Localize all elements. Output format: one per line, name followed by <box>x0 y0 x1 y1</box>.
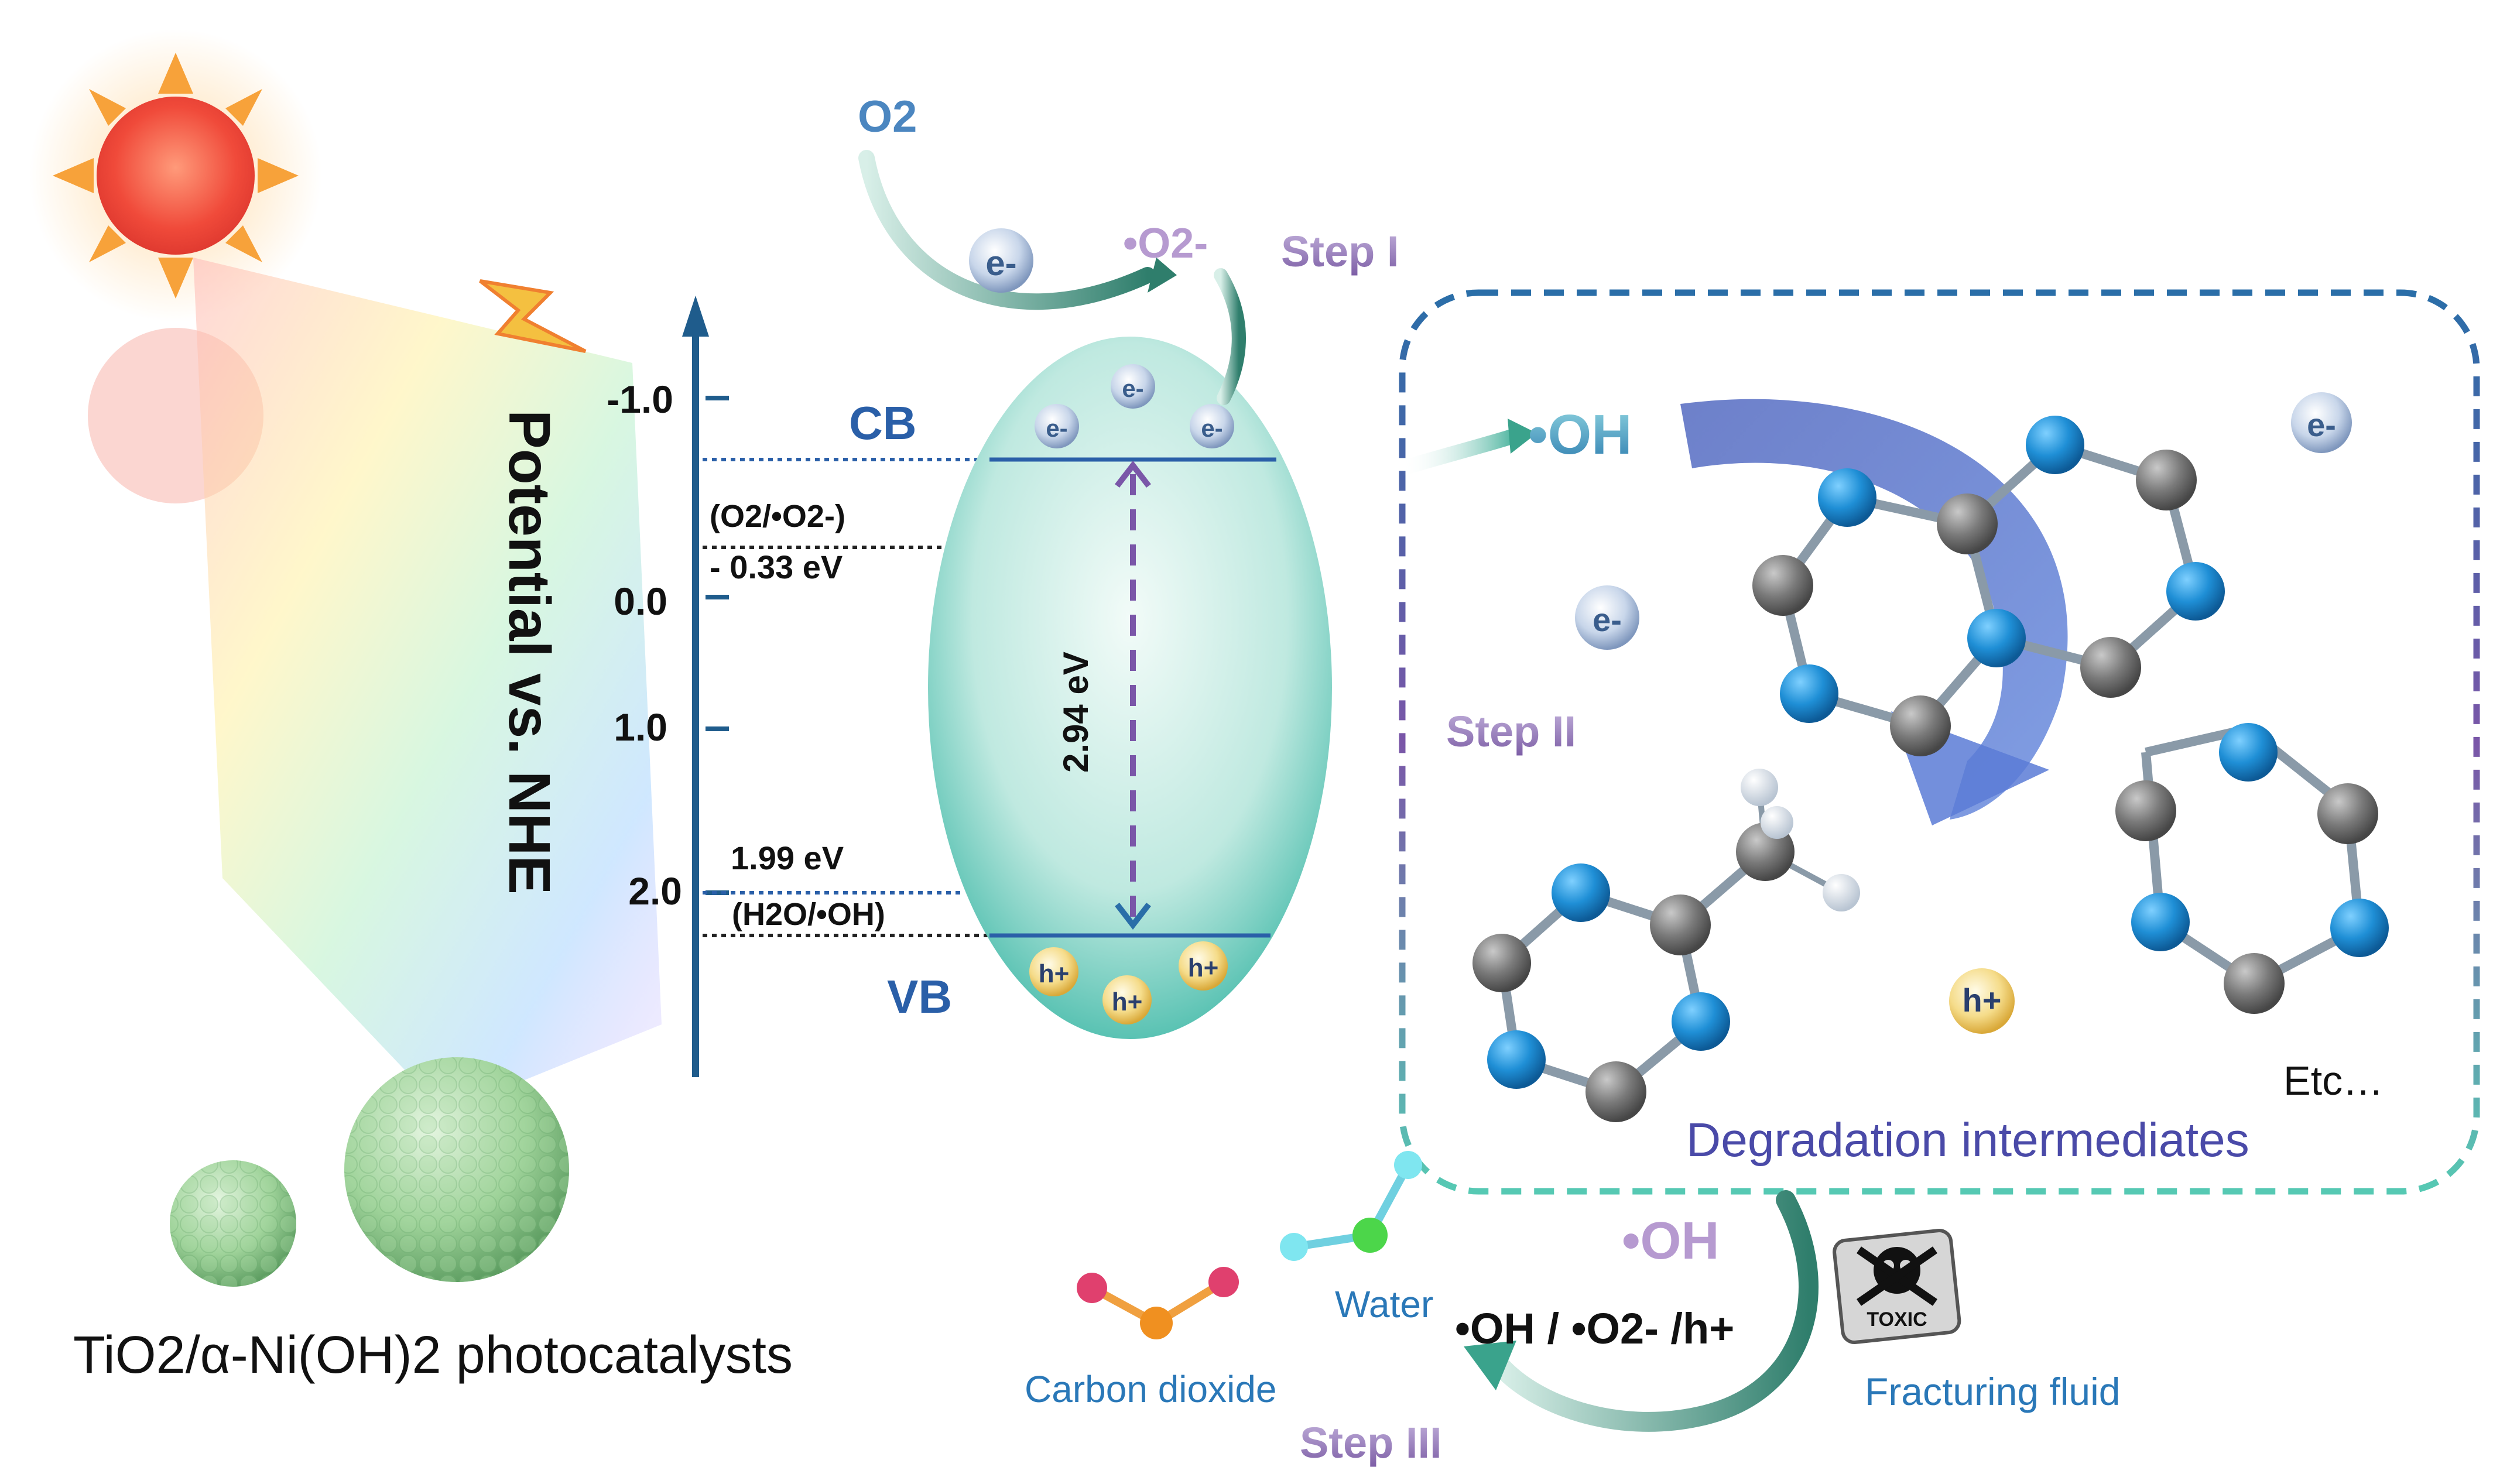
hydroxyl-radical-label-lower: •OH <box>1622 1212 1720 1270</box>
superoxide-arrow <box>1214 268 1246 405</box>
photocatalyst-sphere-small <box>170 1160 296 1287</box>
water-molecule-icon <box>1280 1151 1422 1261</box>
light-beam <box>193 258 662 1112</box>
svg-text:h+: h+ <box>1039 959 1070 988</box>
radicals-label: •OH / •O2- /h+ <box>1455 1304 1734 1353</box>
svg-text:e-: e- <box>2307 406 2336 443</box>
band-gap-label: 2.94 eV <box>1056 652 1095 773</box>
photocatalyst-sphere-large <box>344 1057 569 1282</box>
hydroxyl-radical-label: •OH <box>1528 403 1632 466</box>
degradation-intermediates-box <box>1399 289 2480 1195</box>
axis-tick-neg1: -1.0 <box>607 378 673 421</box>
svg-text:h+: h+ <box>1112 988 1143 1016</box>
o2-potential-value: - 0.33 eV <box>710 549 843 585</box>
svg-text:e-: e- <box>1122 375 1143 402</box>
svg-text:h+: h+ <box>1188 954 1219 982</box>
molecule-pyrimidine-atoms <box>2115 723 2389 1014</box>
mineralization-arrow <box>1489 1190 1819 1432</box>
axis-title: Potential vs. NHE <box>496 410 562 894</box>
hole-particle: h+ <box>1949 968 2015 1034</box>
o2-couple-label: (O2/•O2-) <box>710 499 845 534</box>
axis-tick-2: 2.0 <box>628 869 682 913</box>
molecule-methylpyrimidine-atoms <box>1472 769 1860 1122</box>
hole-particle: h+ <box>1179 941 1228 991</box>
axis-tick-0: 0.0 <box>614 580 667 623</box>
electron-particle: e- <box>2291 392 2352 453</box>
degradation-intermediates-title: Degradation intermediates <box>1686 1113 2249 1167</box>
carbon-dioxide-molecule-icon <box>1077 1267 1239 1339</box>
svg-text:TOXIC: TOXIC <box>1867 1308 1927 1331</box>
electron-particle: e- <box>1190 404 1234 448</box>
o2-reduction-arrow <box>858 150 1156 310</box>
step-1-label: Step I <box>1281 227 1399 276</box>
step-3-label: Step III <box>1300 1418 1442 1467</box>
svg-text:e-: e- <box>1201 414 1222 442</box>
electron-particle: e- <box>1575 585 1639 650</box>
etc-label: Etc… <box>2283 1058 2384 1103</box>
molecule-bicyclic-atoms <box>1752 416 2225 756</box>
photocatalyst-label: TiO2/α-Ni(OH)2 photocatalysts <box>73 1326 793 1384</box>
electron-particle: e- <box>969 228 1033 293</box>
electron-particle: e- <box>1035 404 1079 448</box>
fracturing-fluid-label: Fracturing fluid <box>1865 1370 2121 1413</box>
potential-axis: -1.0 0.0 1.0 2.0 Potential vs. NHE <box>496 296 729 1077</box>
vb-label: VB <box>887 971 952 1023</box>
oh-potential-value: 1.99 eV <box>731 839 844 876</box>
hole-particle: h+ <box>1102 975 1152 1024</box>
oh-generation-arrow <box>1395 429 1521 476</box>
svg-text:e-: e- <box>1593 601 1622 638</box>
svg-text:e-: e- <box>985 244 1016 283</box>
axis-tick-1: 1.0 <box>614 705 667 749</box>
carbon-dioxide-label: Carbon dioxide <box>1025 1368 1277 1410</box>
lightning-icon <box>479 279 587 353</box>
electron-particle: e- <box>1111 364 1155 409</box>
water-label: Water <box>1335 1283 1433 1325</box>
svg-text:e-: e- <box>1046 414 1067 442</box>
o2-label: O2 <box>858 92 917 142</box>
step-2-label: Step II <box>1446 707 1576 756</box>
superoxide-label: •O2- <box>1123 220 1208 267</box>
semiconductor-particle: 2.94 eV <box>928 337 1332 1039</box>
level-lines <box>703 458 995 937</box>
svg-text:h+: h+ <box>1963 982 2002 1019</box>
hole-particle: h+ <box>1029 947 1078 996</box>
toxic-icon: TOXIC <box>1833 1229 1961 1345</box>
oh-couple-label: (H2O/•OH) <box>732 897 885 932</box>
cb-label: CB <box>849 397 917 449</box>
